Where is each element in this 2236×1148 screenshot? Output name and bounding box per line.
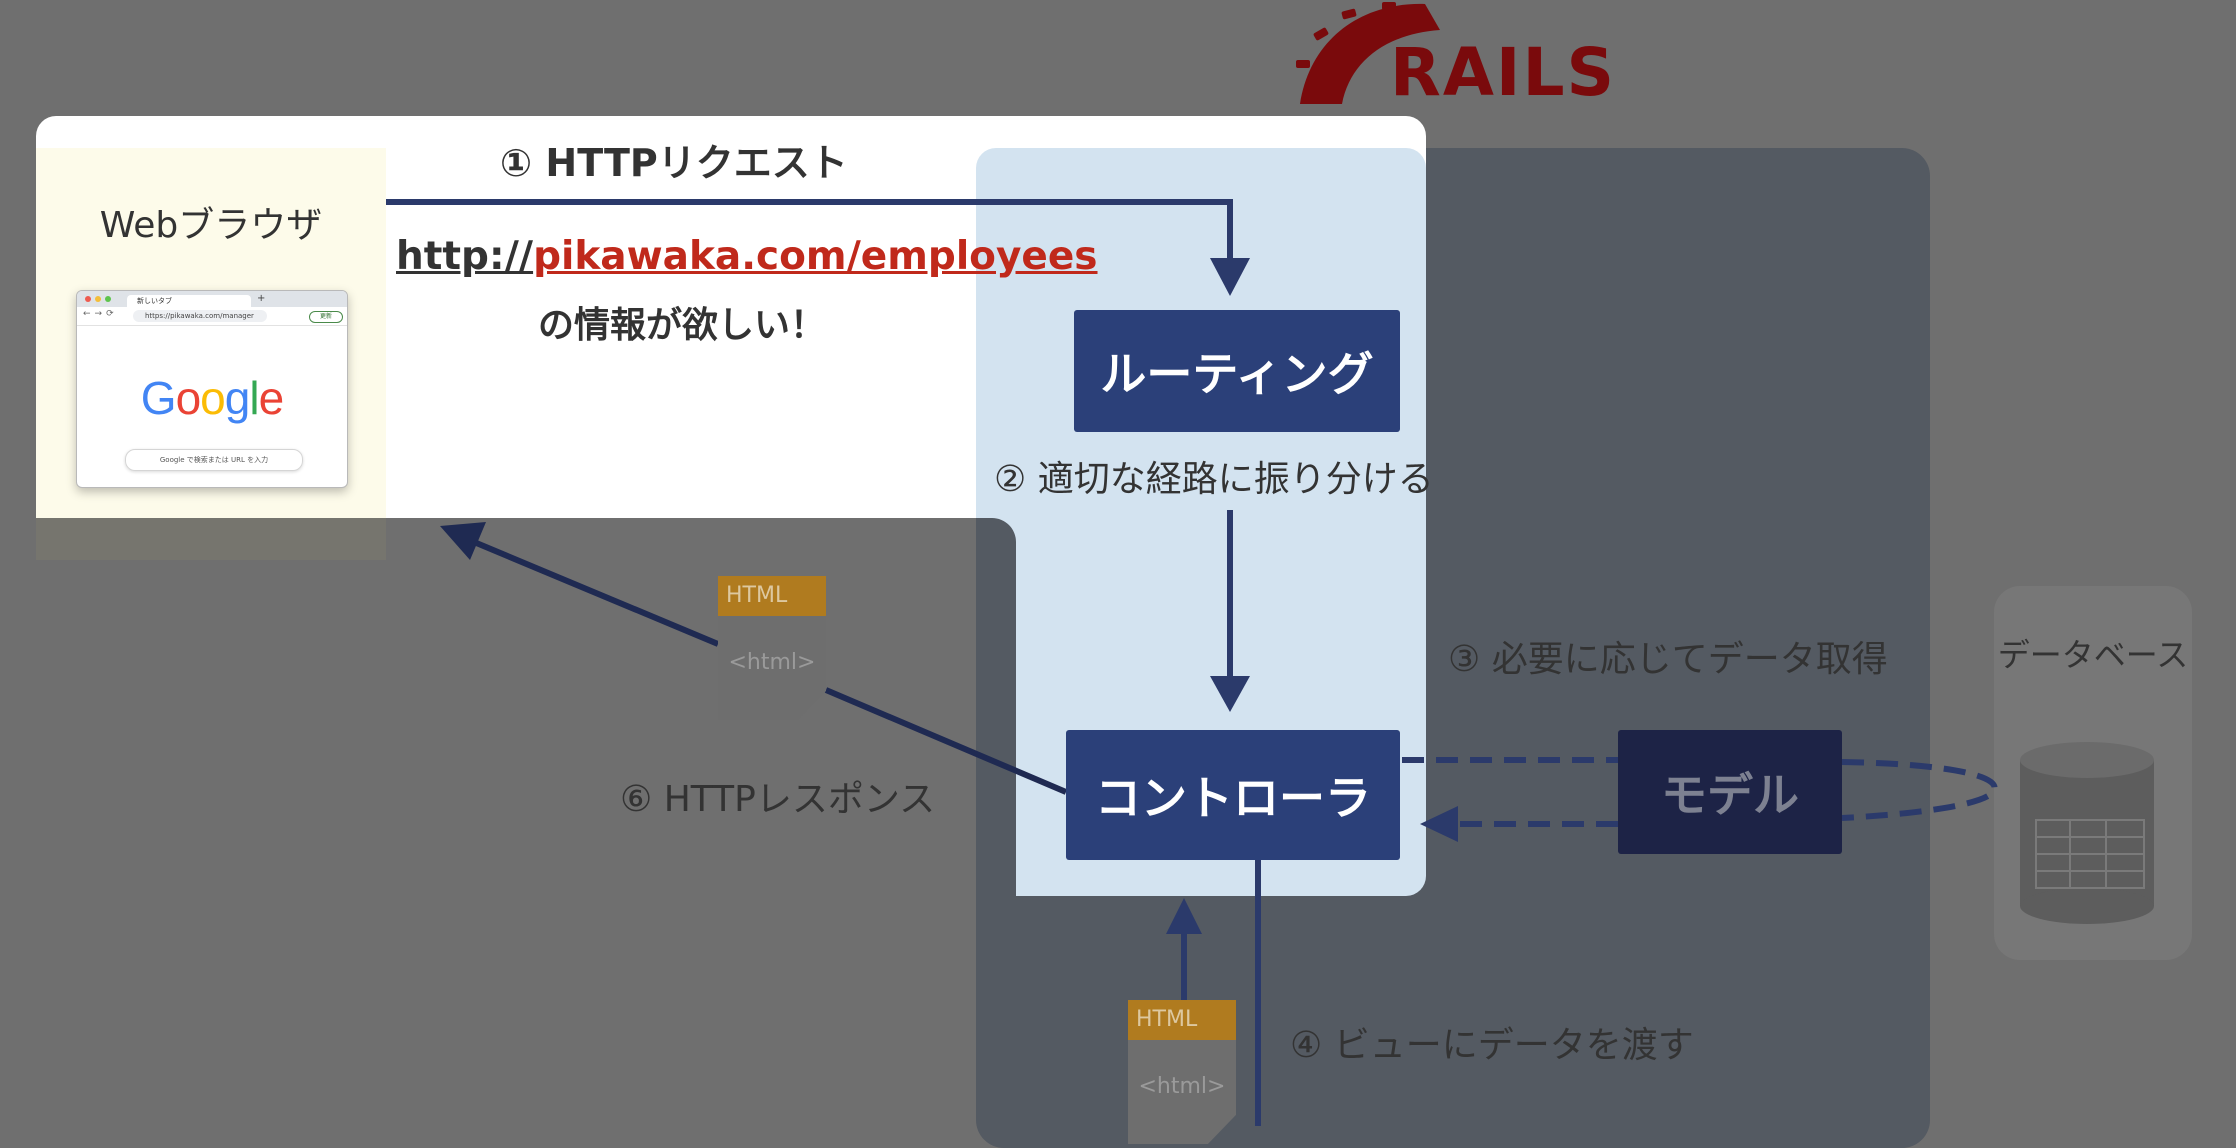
step-response-label: ⑥ HTTPレスポンス bbox=[620, 779, 936, 820]
rails-logo bbox=[1296, 2, 1440, 104]
step-http-request-label: ① HTTPリクエスト bbox=[500, 141, 848, 185]
browser-tab: 新しいタブ bbox=[127, 295, 251, 307]
browser-update-button: 更新 bbox=[309, 311, 343, 323]
html-document-icon: HTML <html> bbox=[718, 576, 826, 720]
rails-logo-arc bbox=[1300, 3, 1440, 104]
model-box: モデル bbox=[1618, 730, 1842, 854]
browser-column-dimmed bbox=[36, 518, 386, 560]
html-doc-tag: <html> bbox=[1138, 1074, 1226, 1099]
controller-box: コントローラ bbox=[1066, 730, 1400, 860]
browser-window-thumbnail: 新しいタブ + ←→⟳ https://pikawaka.com/manager… bbox=[76, 290, 348, 488]
browser-address-bar: https://pikawaka.com/manager bbox=[133, 310, 267, 322]
html-document-icon: HTML <html> bbox=[1128, 1000, 1236, 1144]
request-note: の情報が欲しい！ bbox=[538, 305, 827, 346]
browser-title: Webブラウザ bbox=[99, 205, 323, 246]
database-cylinder-icon bbox=[2020, 742, 2154, 924]
request-arrow-head bbox=[1210, 258, 1250, 296]
step-view-label: ④ ビューにデータを渡す bbox=[1290, 1025, 1694, 1066]
html-doc-tab: HTML bbox=[1128, 1000, 1236, 1040]
view-up-arrow-head bbox=[1166, 898, 1202, 934]
maximize-dot-icon bbox=[105, 296, 111, 302]
step-route-label: ② 適切な経路に振り分ける bbox=[994, 459, 1434, 500]
highlight-cut-corner bbox=[976, 518, 1016, 898]
url-host: pikawaka.com/employees bbox=[533, 234, 1098, 279]
close-dot-icon bbox=[85, 296, 91, 302]
browser-tab-bar: 新しいタブ + bbox=[77, 291, 347, 307]
html-doc-tag: <html> bbox=[728, 650, 816, 675]
model-controller-arrow-head bbox=[1420, 806, 1458, 842]
routing-box: ルーティング bbox=[1074, 310, 1400, 432]
rails-logo-text: RAILS bbox=[1390, 34, 1617, 111]
url-prefix: http:// bbox=[396, 234, 534, 279]
html-doc-tab: HTML bbox=[718, 576, 826, 616]
step-fetch-label: ③ 必要に応じてデータ取得 bbox=[1448, 639, 1888, 680]
google-logo: Google bbox=[140, 372, 284, 424]
new-tab-icon: + bbox=[257, 293, 266, 304]
browser-toolbar: ←→⟳ https://pikawaka.com/manager 更新 bbox=[77, 307, 347, 326]
response-arrow-line-2 bbox=[472, 539, 720, 647]
model-db-dashed-loop bbox=[1841, 759, 1998, 821]
response-arrow-line bbox=[824, 687, 1068, 795]
request-arrow-line bbox=[386, 199, 1233, 262]
route-arrow-head bbox=[1210, 676, 1250, 712]
response-arrow-head bbox=[440, 522, 486, 560]
google-search-box: Google で検索または URL を入力 bbox=[125, 449, 303, 471]
nav-arrows-icon: ←→⟳ bbox=[83, 309, 118, 319]
request-url: http://pikawaka.com/employees bbox=[396, 234, 1098, 279]
database-title: データベース bbox=[1997, 636, 2189, 674]
minimize-dot-icon bbox=[95, 296, 101, 302]
